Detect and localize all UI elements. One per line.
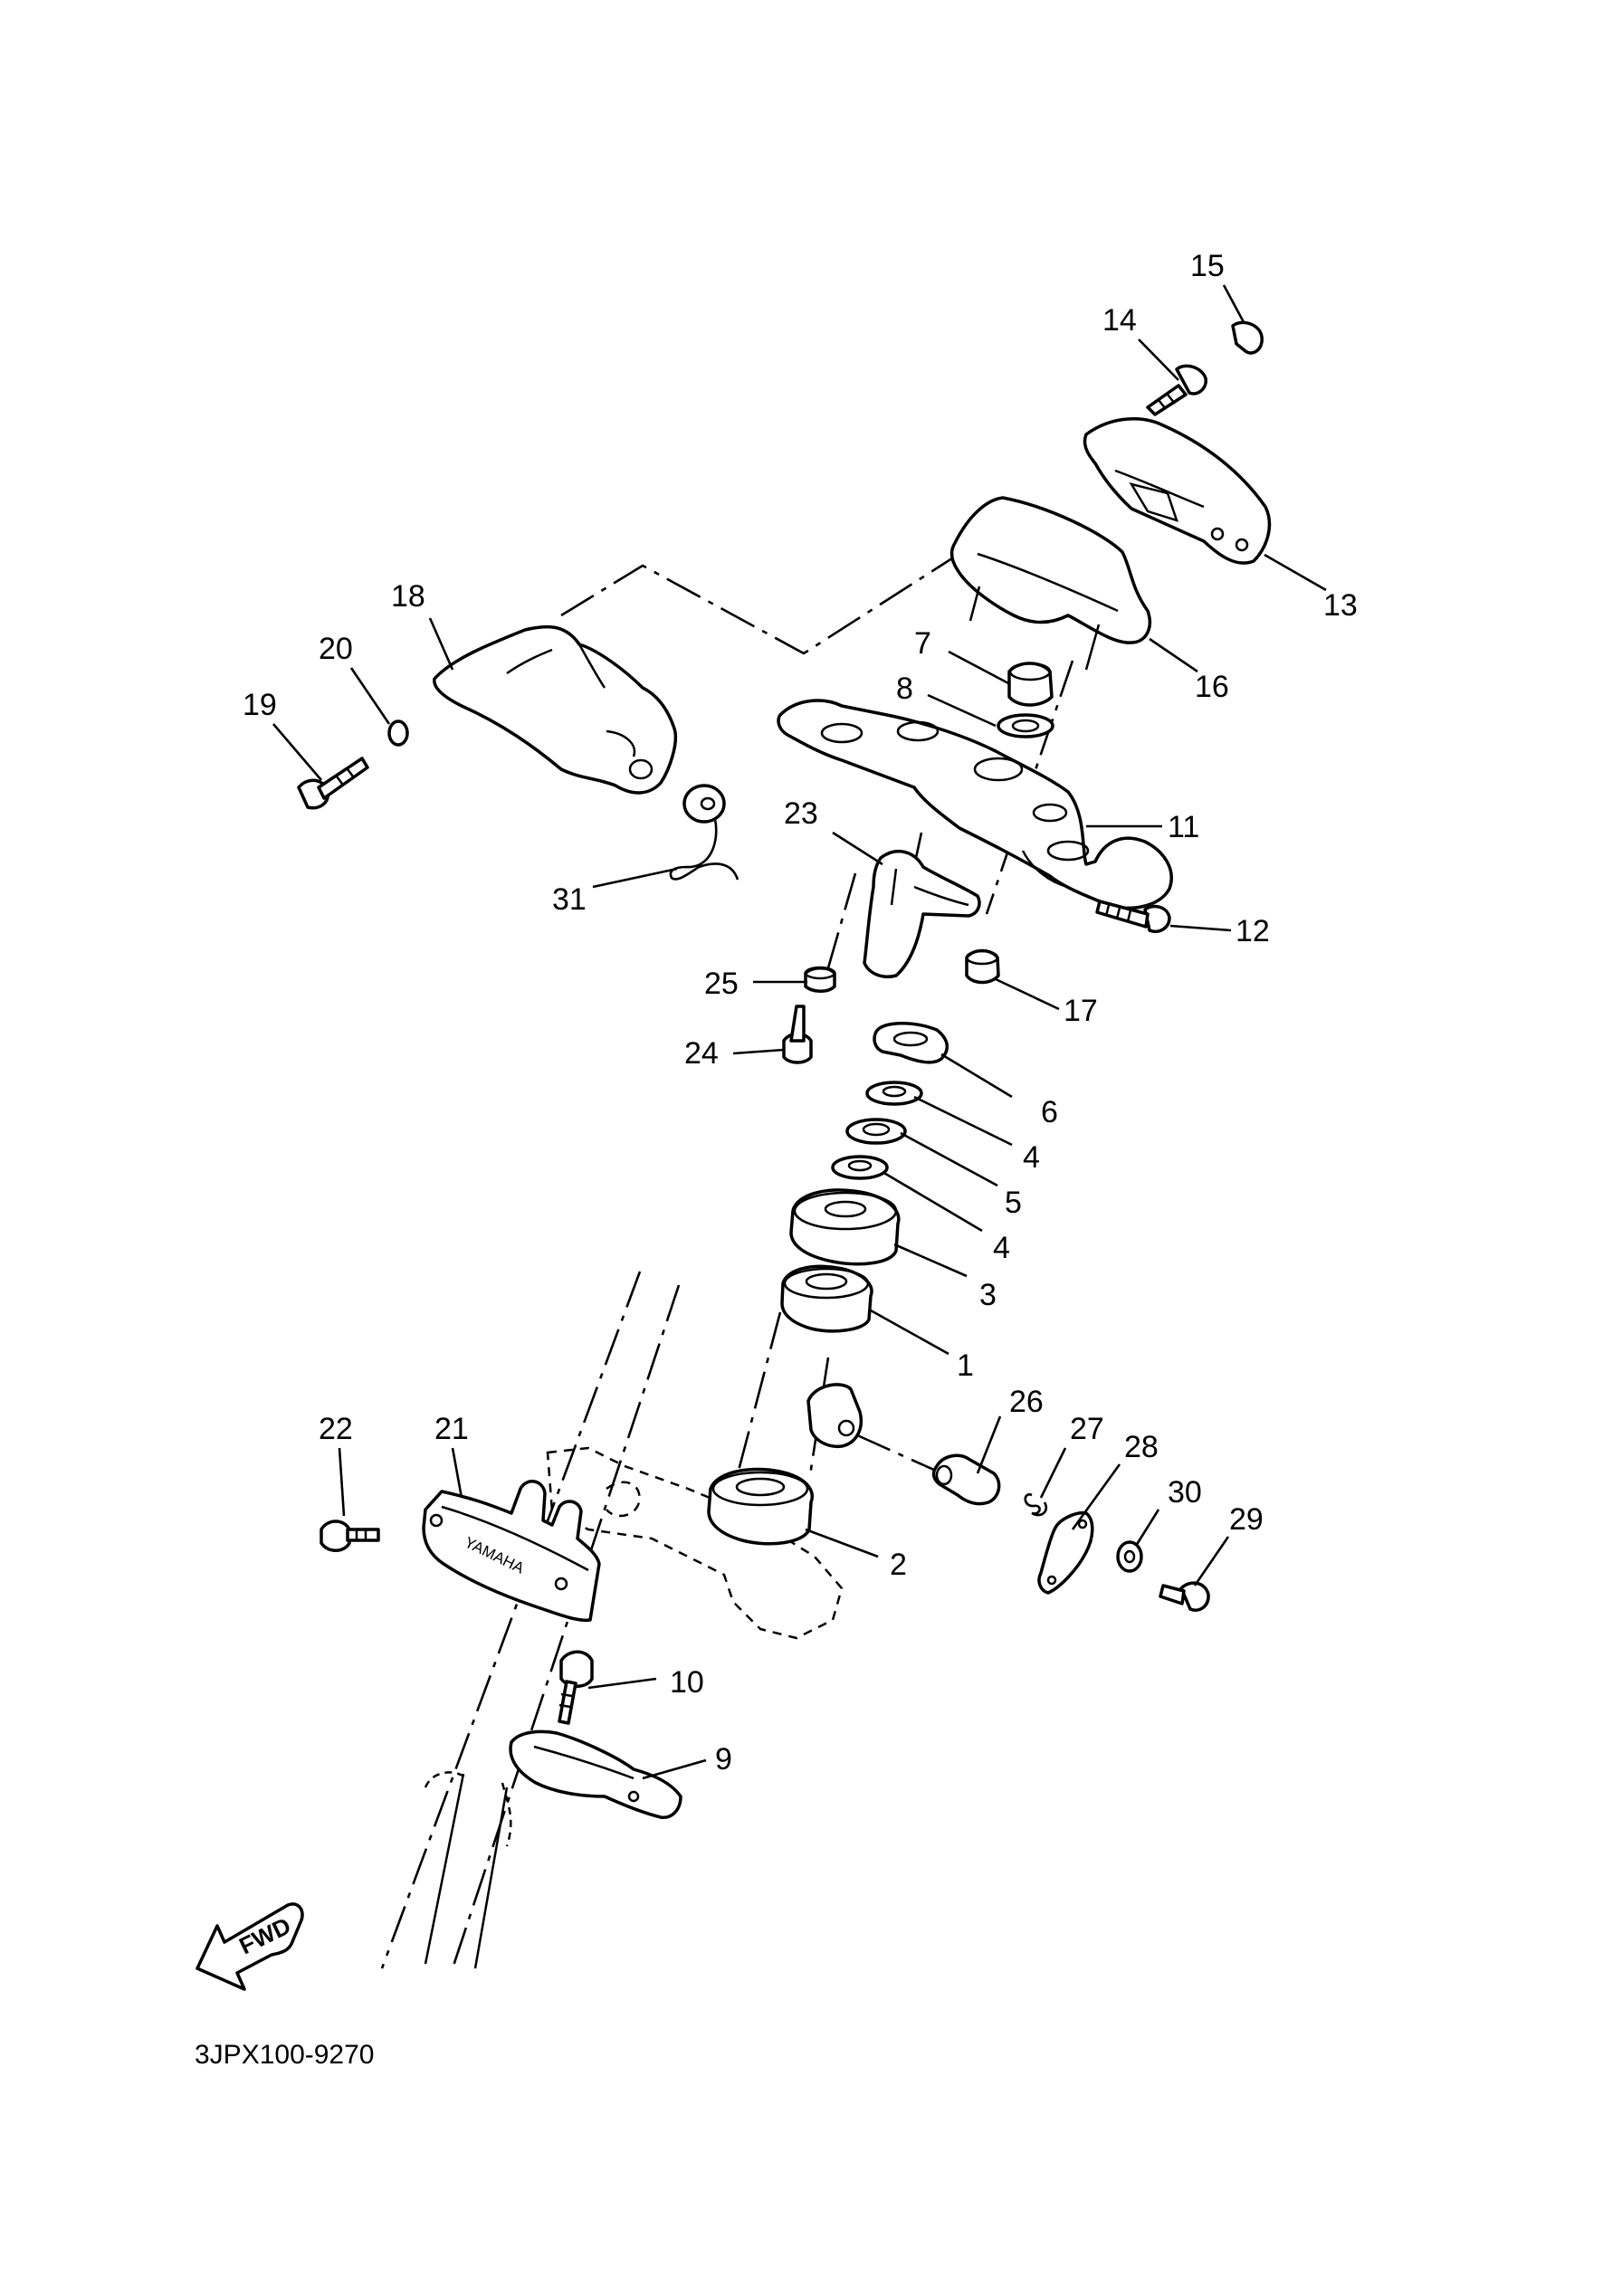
part-1-bearing: [780, 1264, 873, 1333]
callout-18: 18: [391, 579, 425, 614]
forward-direction-arrow: FWD: [196, 1902, 304, 1991]
callout-12: 12: [1236, 914, 1270, 948]
part-14-bolt: [1146, 364, 1207, 416]
part-13-handlebar-holder: [1083, 417, 1272, 565]
callout-1: 1: [957, 1348, 974, 1383]
part-11-upper-bracket: [777, 699, 1173, 910]
fork-centerlines: [380, 1271, 681, 1969]
part-24-bolt: [782, 1005, 813, 1064]
part-6-cover: [873, 1022, 949, 1064]
callout-leader-lines: [272, 284, 1327, 1780]
fork-lower-tube: [424, 1771, 512, 1969]
part-5-ring-nut: [845, 1118, 907, 1145]
part-20-washer: [387, 719, 409, 747]
part-26-lock: [931, 1453, 1001, 1506]
part-8-washer: [997, 713, 1054, 738]
callout-19: 19: [243, 688, 277, 722]
part-21-emblem-bracket: [422, 1480, 601, 1623]
part-9-lower-clamp: [509, 1729, 682, 1819]
part-4-lock-washer-lower: [831, 1155, 889, 1180]
part-17-nut: [965, 948, 1000, 985]
part-18-handlebar-holder: [433, 624, 678, 795]
part-16-handlebar-holder: [949, 496, 1151, 671]
part-27-spring: [1024, 1493, 1048, 1517]
callout-6: 6: [1041, 1095, 1058, 1129]
callout-22: 22: [319, 1412, 353, 1446]
callout-16: 16: [1195, 670, 1229, 704]
callout-30: 30: [1168, 1475, 1202, 1510]
callout-2: 2: [890, 1548, 907, 1582]
part-15-screw: [1231, 320, 1264, 355]
drawing-code: 3JPX100-9270: [195, 2040, 375, 2070]
callout-10: 10: [670, 1665, 704, 1700]
callout-28: 28: [1124, 1430, 1159, 1464]
part-19-bolt: [297, 757, 369, 810]
callout-27: 27: [1070, 1412, 1104, 1446]
part-3-bearing-cover: [789, 1188, 901, 1266]
callout-29: 29: [1229, 1502, 1264, 1537]
callout-4-upper: 4: [1023, 1140, 1040, 1175]
part-29-screw: [1159, 1581, 1210, 1612]
callout-9: 9: [715, 1742, 732, 1777]
callout-17: 17: [1064, 994, 1098, 1028]
callout-numbers: 15 14 13 16 7 8 11 12 17 23 18 20 19 31 …: [243, 249, 1358, 1777]
part-7-nut: [1007, 662, 1054, 707]
callout-14: 14: [1102, 303, 1137, 338]
part-28-lock-plate: [1037, 1510, 1094, 1595]
callout-20: 20: [319, 632, 353, 666]
part-23-bracket: [863, 849, 981, 978]
callout-26: 26: [1009, 1385, 1044, 1419]
callout-3: 3: [979, 1278, 997, 1312]
steering-stem-collar: [806, 1383, 863, 1449]
part-12-bolt: [1095, 900, 1171, 933]
callout-8: 8: [896, 672, 913, 706]
callout-11: 11: [1168, 810, 1199, 844]
callout-23: 23: [784, 796, 818, 831]
callout-25: 25: [704, 967, 739, 1001]
callout-4-lower: 4: [993, 1231, 1010, 1265]
callout-31: 31: [552, 882, 587, 917]
part-31-wire-clip: [669, 784, 739, 881]
part-2-bearing: [707, 1467, 814, 1546]
under-bracket-ghost: [546, 1446, 844, 1640]
part-30-washer: [1116, 1540, 1143, 1573]
callout-13: 13: [1323, 588, 1358, 623]
part-4-lock-washer-upper: [865, 1081, 923, 1106]
part-22-bolt: [320, 1520, 380, 1552]
callout-7: 7: [914, 626, 931, 661]
callout-21: 21: [434, 1412, 469, 1446]
handlebar-connector-line: [560, 555, 956, 655]
callout-24: 24: [684, 1036, 719, 1071]
part-10-bolt: [558, 1650, 594, 1725]
part-25-nut: [804, 966, 836, 993]
callout-15: 15: [1190, 249, 1225, 283]
callout-5: 5: [1005, 1186, 1022, 1220]
